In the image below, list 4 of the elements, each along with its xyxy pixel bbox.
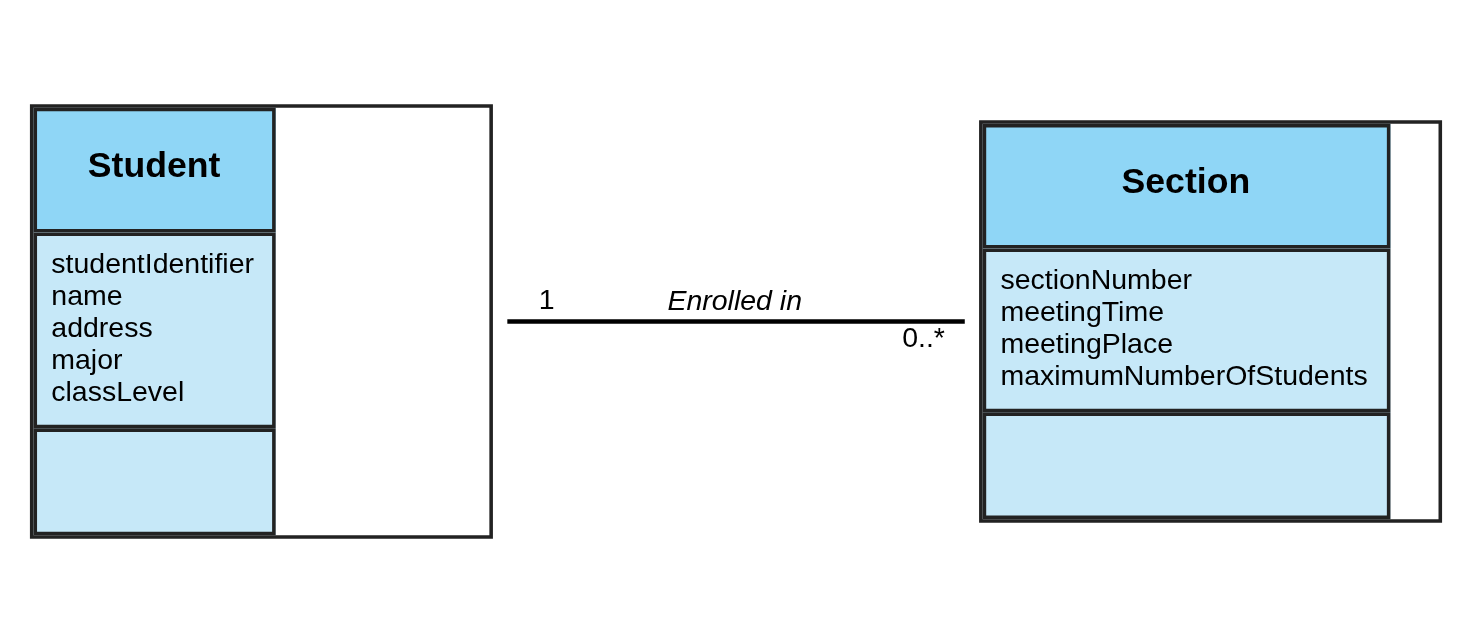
connector (507, 319, 965, 324)
label: 0..* (902, 321, 945, 354)
label: 1 (538, 283, 555, 316)
edge-label: Enrolled in (667, 284, 803, 317)
